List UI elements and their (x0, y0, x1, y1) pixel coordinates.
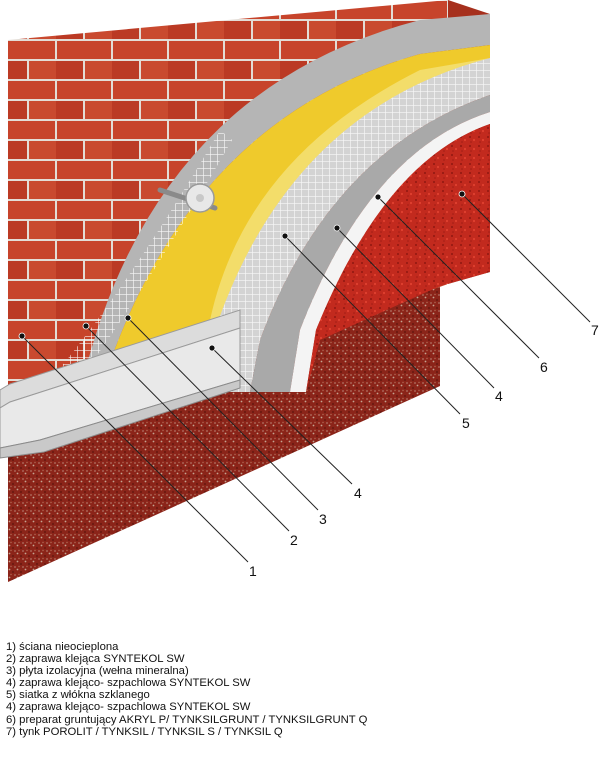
starter-rail (0, 309, 241, 459)
callout-1: 1 (249, 563, 257, 579)
leader-line (377, 196, 540, 359)
leader-dot (124, 314, 132, 322)
render-layer (306, 124, 490, 392)
callout-3: 3 (319, 511, 327, 527)
insulation-layers-diagram: 1 2 3 4 5 4 6 7 (0, 0, 599, 582)
legend-item: 5) siatka z włókna szklanego (6, 689, 150, 702)
leader-dot (281, 232, 289, 240)
leader-line (21, 335, 249, 563)
mineral-wool-board (100, 45, 490, 392)
callout-leaders (18, 190, 591, 563)
leader-dot (374, 193, 382, 201)
leader-dot (82, 322, 90, 330)
callout-7: 7 (591, 322, 599, 338)
anchor-dowel (157, 183, 218, 213)
legend-item: 1) ściana nieocieplona (6, 641, 119, 653)
legend-item: 6) preparat gruntujący AKRYL P/ TYNKSILG… (6, 713, 368, 726)
legend: 1) ściana nieocieplona 2) zaprawa klejąc… (6, 641, 596, 738)
leader-dot (458, 190, 466, 198)
leader-line (284, 235, 461, 415)
primer-layer (290, 112, 490, 392)
leader-line (461, 193, 591, 323)
leader-line (85, 325, 290, 532)
leader-line (127, 317, 319, 511)
second-skim-coat-layer (250, 95, 490, 392)
callout-6: 6 (540, 359, 548, 375)
callout-2: 2 (290, 532, 298, 548)
legend-item: 4) zaprawa klejąco- szpachlowa SYNTEKOL … (6, 701, 251, 714)
callout-5: 5 (462, 415, 470, 431)
leader-line (336, 227, 495, 389)
legend-item: 7) tynk POROLIT / TYNKSIL / TYNKSIL S / … (6, 725, 283, 738)
legend-item: 4) zaprawa klejąco- szpachlowa SYNTEKOL … (6, 677, 251, 690)
leader-line (211, 347, 353, 485)
legend-item: 3) płyta izolacyjna (wełna mineralna) (6, 665, 189, 678)
leader-dot (208, 344, 216, 352)
callout-4b: 4 (495, 388, 503, 404)
callout-4: 4 (354, 485, 362, 501)
adhesive-mortar-layer (80, 14, 490, 392)
legend-item: 2) zaprawa klejąca SYNTEKOL SW (6, 653, 185, 666)
leader-dot (18, 332, 26, 340)
leader-dot (333, 224, 341, 232)
